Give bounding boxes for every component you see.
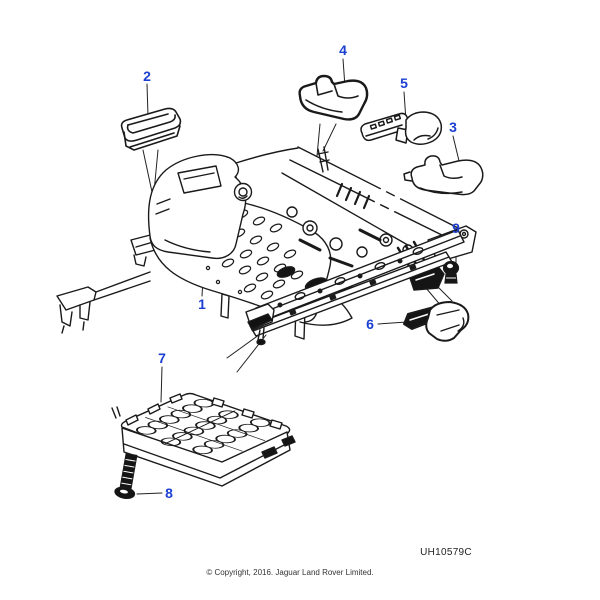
copyright-text: © Copyright, 2016. Jaguar Land Rover Lim… bbox=[206, 568, 374, 577]
part-drawing-9-bolt bbox=[442, 260, 460, 284]
callout-6[interactable]: 6 bbox=[366, 316, 374, 332]
callout-7[interactable]: 7 bbox=[158, 350, 166, 366]
part-drawing-3-cover bbox=[403, 155, 484, 196]
part-drawing-5-handle bbox=[360, 111, 443, 145]
diagram-code: UH10579C bbox=[420, 547, 472, 558]
callout-3[interactable]: 3 bbox=[449, 119, 457, 135]
part-drawing-7-seat-pan bbox=[111, 392, 296, 487]
callout-4[interactable]: 4 bbox=[339, 42, 347, 58]
callout-5[interactable]: 5 bbox=[400, 75, 408, 91]
part-drawing-8-bolt bbox=[114, 452, 138, 499]
callout-9[interactable]: 9 bbox=[452, 220, 460, 236]
callout-8[interactable]: 8 bbox=[165, 485, 173, 501]
callout-1[interactable]: 1 bbox=[198, 296, 206, 312]
part-drawing-2-bracket bbox=[120, 107, 182, 151]
part-drawing-seat-frame-assembly bbox=[56, 146, 477, 346]
part-drawing-6-handle bbox=[403, 301, 470, 342]
leader-lines bbox=[136, 58, 461, 495]
callout-2[interactable]: 2 bbox=[143, 68, 151, 84]
part-drawing-4-cover bbox=[298, 74, 369, 121]
